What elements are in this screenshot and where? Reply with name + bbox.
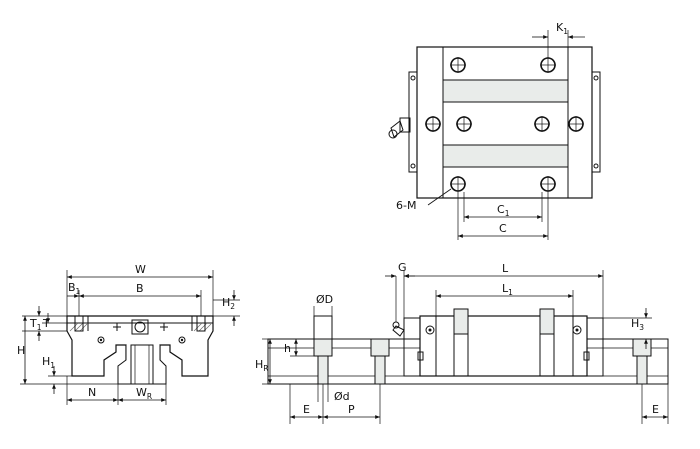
front-view: W B B1 H2 T1 T H H1 [17,263,240,405]
label-L1: L1 [502,282,513,297]
label-E-right: E [652,403,659,416]
label-N: N [88,386,96,399]
label-T1: T1 [29,317,42,332]
label-B1: B1 [68,281,81,296]
label-H2: H2 [222,296,235,311]
top-block-outline [416,46,593,199]
label-G: G [398,261,407,274]
label-W: W [135,263,146,276]
label-K1: K1 [556,21,568,36]
label-L: L [502,262,509,275]
front-rail [130,344,154,385]
label-C1: C1 [497,203,510,218]
top-rail-band-lower [442,144,569,168]
side-block [419,315,588,377]
label-P: P [348,403,355,416]
label-HR: HR [255,358,269,373]
label-E-left: E [303,403,310,416]
top-view: K1 6-M C1 C [388,21,601,240]
top-end-plate-right [591,71,601,173]
label-WR: WR [136,386,152,401]
label-h: h [284,342,291,355]
label-H3: H3 [631,317,644,332]
label-T: T [42,317,50,330]
top-rail-band-upper [442,79,569,103]
side-view: ØD h HR Ød E P G L [255,261,669,424]
mount-hole-icon [425,57,584,192]
label-B: B [136,282,144,295]
label-H1: H1 [42,355,55,370]
label-6M: 6-M [396,199,416,212]
label-C: C [499,222,507,235]
label-H: H [17,344,25,357]
grease-nipple [388,117,411,139]
label-Od: Ød [334,390,350,403]
label-OD: ØD [316,293,333,306]
